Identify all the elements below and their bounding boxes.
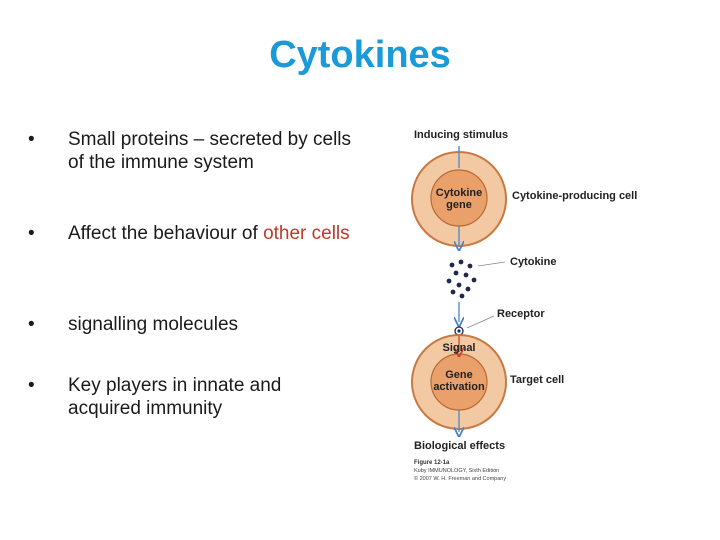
bullet-item: • Affect the behaviour of other cells (28, 222, 358, 245)
cytokine-molecules (446, 259, 477, 299)
cytokine-gene-label-1: Cytokine (436, 187, 482, 199)
gene-activation-label-1: Gene (445, 369, 473, 381)
bullet-text-plain: Affect the behaviour of (68, 223, 264, 244)
bullet-text: Affect the behaviour of other cells (68, 222, 358, 245)
cytokine-label: Cytokine (510, 256, 556, 268)
cytokine-pointer (477, 261, 506, 267)
signal-label: Signal (442, 342, 475, 354)
gene-activation-label-2: activation (433, 381, 485, 393)
bullet-marker: • (28, 129, 35, 150)
figure-caption-3: © 2007 W. H. Freeman and Company (414, 475, 506, 482)
producing-cell-label: Cytokine-producing cell (512, 190, 637, 202)
bullet-text-highlight: other cells (263, 223, 350, 244)
biological-effects-label: Biological effects (414, 440, 505, 452)
target-cell-label: Target cell (510, 374, 564, 386)
figure-caption-1: Figure 12-1a (414, 460, 450, 466)
bullet-item: • signalling molecules (28, 313, 358, 336)
figure-caption-2: Kuby IMMUNOLOGY, Sixth Edition (414, 468, 499, 474)
bullet-item: • Small proteins – secreted by cells of … (28, 128, 358, 174)
receptor-pointer (466, 315, 495, 329)
receptor-icon (454, 326, 464, 336)
bullet-text: Key players in innate and acquired immun… (68, 375, 282, 419)
slide-title: Cytokines (269, 34, 451, 76)
bullet-marker: • (28, 375, 35, 396)
bullet-item: • Key players in innate and acquired imm… (28, 374, 358, 420)
receptor-label: Receptor (497, 308, 545, 320)
bullet-text: Small proteins – secreted by cells of th… (68, 129, 352, 173)
bullet-text: signalling molecules (68, 314, 239, 335)
bullet-marker: • (28, 223, 35, 244)
inducing-stimulus-label: Inducing stimulus (414, 129, 508, 141)
cytokine-gene-label-2: gene (446, 199, 472, 211)
bullet-marker: • (28, 314, 35, 335)
